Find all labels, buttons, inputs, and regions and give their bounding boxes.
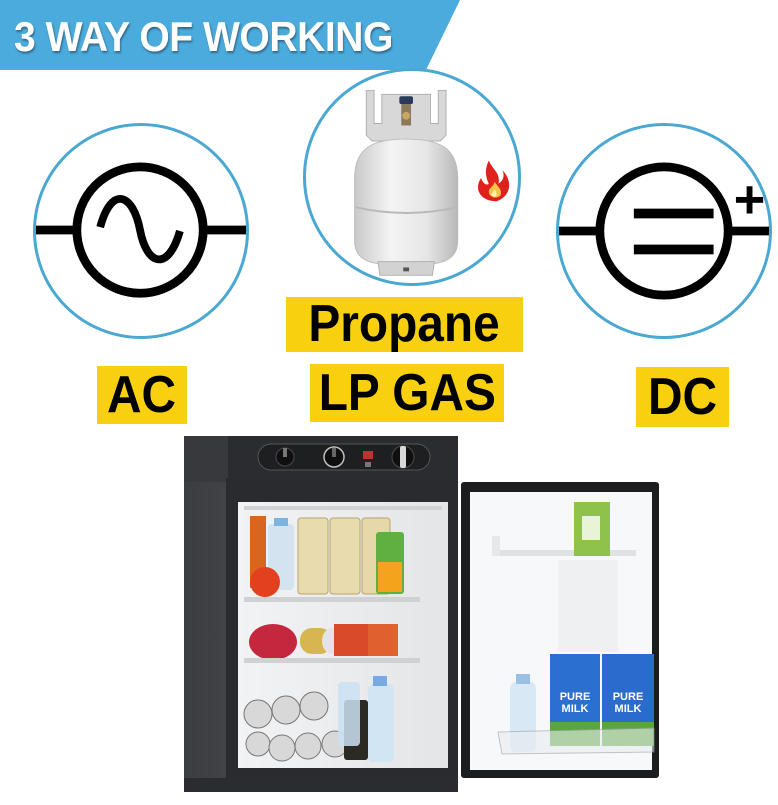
open-door: PURE MILK PURE MILK (461, 482, 659, 778)
mode-selector-knob (323, 446, 345, 468)
dc-source-icon (559, 162, 769, 300)
refrigerator-image: PURE MILK PURE MILK (178, 432, 668, 805)
lp-gas-label-text: LP GAS (318, 364, 496, 422)
dc-label-text: DC (647, 368, 718, 426)
plus-polarity-icon (735, 186, 764, 214)
banner-title: 3 WAY OF WORKING (14, 13, 393, 60)
indicator-window (363, 451, 373, 467)
propane-label-text: Propane (308, 295, 501, 353)
gas-control-knob (391, 445, 415, 469)
banner-shape (0, 0, 460, 70)
svg-text:PURE: PURE (560, 691, 591, 703)
flame-icon (477, 160, 510, 202)
propane-label: Propane (286, 297, 523, 352)
ac-label-text: AC (107, 366, 177, 424)
thermostat-knob-left (275, 447, 295, 467)
svg-text:MILK: MILK (615, 703, 642, 715)
ac-label: AC (97, 366, 187, 424)
svg-text:MILK: MILK (562, 703, 589, 715)
propane-mode-circle (303, 68, 521, 286)
lp-gas-label: LP GAS (310, 364, 504, 422)
ac-sine-wave-icon (36, 162, 246, 298)
dc-mode-circle (556, 123, 772, 339)
dc-label: DC (636, 367, 729, 427)
svg-text:PURE: PURE (613, 691, 644, 703)
ac-mode-circle (33, 123, 249, 339)
title-banner: 3 WAY OF WORKING (0, 0, 460, 70)
propane-tank-icon (354, 89, 510, 276)
